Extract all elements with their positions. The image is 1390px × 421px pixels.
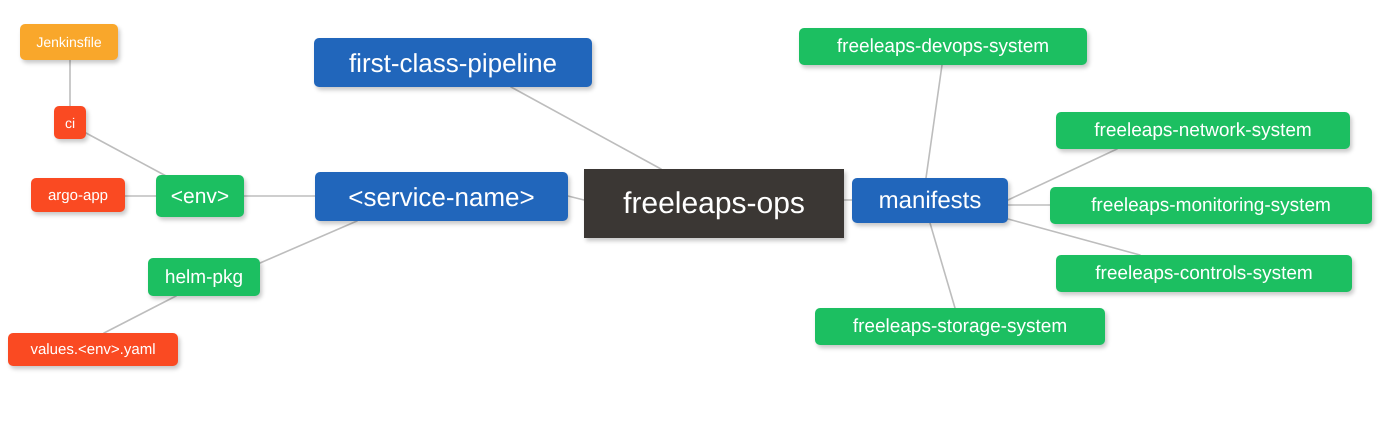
mindmap-node-label: first-class-pipeline [348, 47, 558, 78]
mindmap-node-label: <env> [170, 184, 230, 208]
mindmap-node-label: ci [64, 114, 76, 131]
mindmap-node-freeleaps-storage-system[interactable]: freeleaps-storage-system [815, 308, 1105, 345]
mindmap-node-ci[interactable]: ci [54, 106, 86, 139]
mindmap-node-values-yaml[interactable]: values.<env>.yaml [8, 333, 178, 366]
mindmap-edge [929, 222, 956, 309]
mindmap-node-label: Jenkinsfile [36, 34, 102, 50]
mindmap-node-helm-pkg[interactable]: helm-pkg [148, 258, 260, 296]
mindmap-node-label: manifests [878, 186, 982, 214]
mindmap-node-freeleaps-network-system[interactable]: freeleaps-network-system [1056, 112, 1350, 149]
mindmap-node-manifests[interactable]: manifests [852, 178, 1008, 223]
mindmap-node-label: <service-name> [348, 181, 535, 212]
mindmap-edge [1007, 218, 1141, 256]
mindmap-node-label: values.<env>.yaml [30, 341, 156, 358]
mindmap-node-label: argo-app [47, 186, 109, 204]
mindmap-node-label: freeleaps-ops [623, 186, 805, 220]
mindmap-edge [510, 86, 662, 170]
mindmap-node-label: freeleaps-storage-system [852, 316, 1068, 337]
mindmap-node-freeleaps-monitoring-system[interactable]: freeleaps-monitoring-system [1050, 187, 1372, 224]
mindmap-edge [259, 220, 358, 264]
mindmap-node-label: freeleaps-monitoring-system [1091, 195, 1331, 216]
mindmap-edge [567, 195, 585, 201]
mindmap-node-jenkinsfile[interactable]: Jenkinsfile [20, 24, 118, 60]
mindmap-edge [925, 64, 943, 179]
mindmap-node-service-name[interactable]: <service-name> [315, 172, 568, 221]
mindmap-node-env[interactable]: <env> [156, 175, 244, 217]
mindmap-node-label: freeleaps-network-system [1094, 120, 1312, 141]
mindmap-node-freeleaps-controls-system[interactable]: freeleaps-controls-system [1056, 255, 1352, 292]
mindmap-node-first-class-pipeline[interactable]: first-class-pipeline [314, 38, 592, 87]
mindmap-node-freeleaps-ops[interactable]: freeleaps-ops [584, 169, 844, 238]
mindmap-node-label: freeleaps-devops-system [836, 36, 1050, 57]
mindmap-edge [85, 132, 169, 178]
mindmap-node-label: helm-pkg [164, 266, 244, 288]
mindmap-node-freeleaps-devops-system[interactable]: freeleaps-devops-system [799, 28, 1087, 65]
mindmap-node-label: freeleaps-controls-system [1095, 263, 1313, 284]
mindmap-edge [103, 295, 177, 334]
mindmap-node-argo-app[interactable]: argo-app [31, 178, 125, 212]
